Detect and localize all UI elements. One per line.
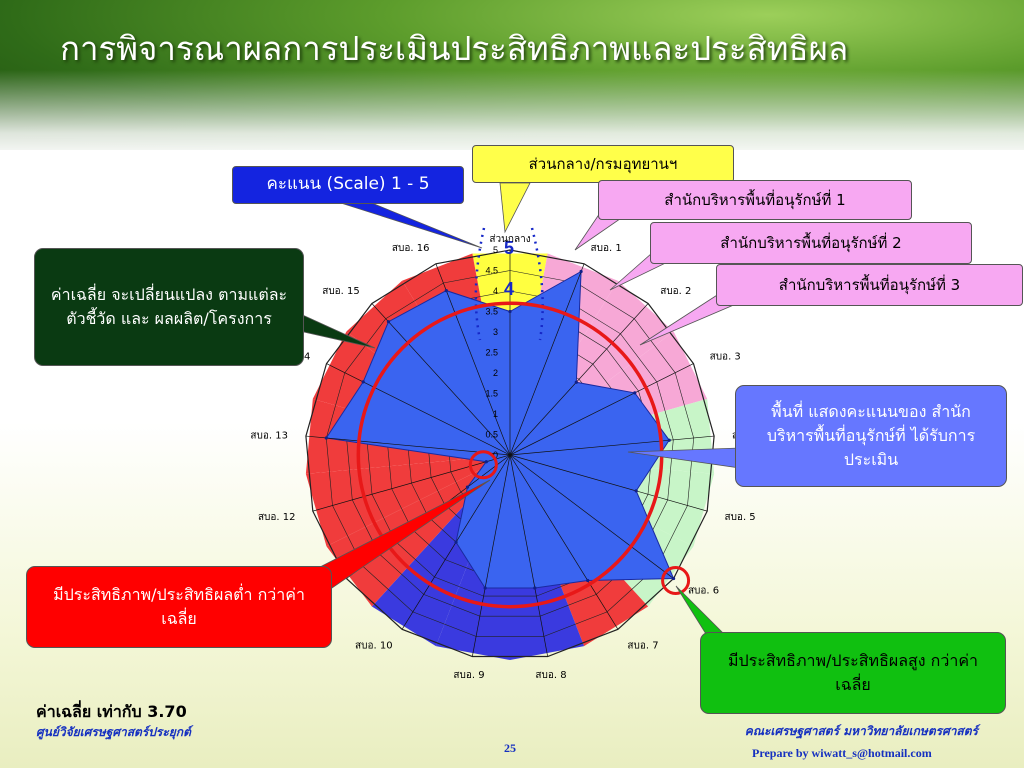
score-point-5 — [634, 489, 638, 493]
score-point-2 — [574, 380, 578, 384]
office-3-callout: สำนักบริหารพื้นที่อนุรักษ์ที่ 3 — [716, 264, 1023, 306]
big-scale-label: 5 — [504, 238, 514, 258]
score-point-1 — [579, 269, 583, 274]
scale-tick-label: 2.5 — [485, 348, 498, 358]
spoke-14 — [326, 363, 511, 456]
spoke-8 — [509, 454, 549, 657]
spoke-5 — [509, 454, 708, 512]
scale-tick-label: 5 — [493, 245, 498, 255]
header-background — [0, 0, 1024, 150]
score-point-11 — [465, 485, 470, 489]
category-label: สบอ. 10 — [355, 641, 393, 652]
scale-callout: คะแนน (Scale) 1 - 5 — [232, 166, 464, 204]
spoke-9 — [471, 454, 511, 657]
category-label: สบอ. 1 — [591, 243, 622, 254]
high-performance-callout: มีประสิทธิภาพ/ประสิทธิผลสูง กว่าค่าเฉลี่… — [700, 632, 1006, 714]
score-point-9 — [483, 586, 487, 590]
scale-tick-label: 2 — [493, 368, 498, 378]
prepared-by: Prepare by wiwatt_s@hotmail.com — [752, 746, 932, 760]
office-2-callout: สำนักบริหารพื้นที่อนุรักษ์ที่ 2 — [650, 222, 972, 264]
category-label: สบอ. 13 — [250, 430, 288, 441]
category-label: สบอ. 15 — [322, 286, 360, 297]
high-highlight-circle — [661, 566, 691, 596]
spoke-12 — [312, 454, 511, 512]
category-label: สบอ. 5 — [724, 512, 755, 523]
spoke-16 — [435, 263, 511, 456]
category-label: สบอ. 8 — [535, 670, 566, 681]
category-label: สบอ. 7 — [627, 641, 658, 652]
score-point-10 — [454, 540, 458, 544]
scale-tick-label: 3.5 — [485, 307, 498, 317]
spoke-15 — [371, 303, 511, 456]
score-point-8 — [533, 586, 537, 590]
spoke-7 — [509, 454, 619, 630]
category-label: ส่วนกลาง — [489, 234, 530, 245]
research-center-name: ศูนย์วิจัยเศรษฐศาสตร์ประยุกต์ — [36, 725, 191, 739]
scale-tick-label: 1 — [493, 409, 498, 419]
slide-title: การพิจารณาผลการประเมินประสิทธิภาพและประส… — [60, 29, 849, 68]
page-number: 25 — [504, 741, 516, 755]
low-highlight-circle — [468, 450, 498, 480]
category-label: สบอ. 9 — [453, 670, 484, 681]
low-performance-callout: มีประสิทธิภาพ/ประสิทธิผลต่ำ กว่าค่าเฉลี่… — [26, 566, 332, 648]
scale-tick-label: 4.5 — [485, 266, 498, 276]
big-scale-label: 4 — [504, 279, 514, 299]
score-point-14 — [361, 380, 365, 384]
score-point-4 — [667, 438, 671, 442]
average-value-text: ค่าเฉลี่ย เท่ากับ 3.70 — [36, 702, 187, 721]
spoke-2 — [509, 303, 649, 456]
scale-tick-label: 3 — [493, 327, 498, 337]
spoke-4 — [509, 435, 715, 456]
center-unit-callout: ส่วนกลาง/กรมอุทยานฯ — [472, 145, 734, 183]
center-callout-pointer — [499, 182, 531, 234]
sector-12 — [305, 455, 510, 547]
score-point-3 — [633, 391, 637, 395]
header-fade — [0, 70, 1024, 150]
average-note-callout: ค่าเฉลี่ย จะเปลี่ยนแปลง ตามแต่ละตัวชี้วั… — [34, 248, 304, 366]
category-label: สบอ. 6 — [688, 585, 719, 596]
grid-ring-9 — [325, 270, 695, 637]
score-point-13 — [324, 436, 328, 440]
score-point-7 — [586, 578, 590, 583]
category-label: สบอ. 16 — [392, 243, 430, 254]
scale-tick-label: 4 — [493, 286, 498, 296]
scale-tick-label: 0 — [493, 450, 498, 460]
score-point-12 — [484, 460, 488, 464]
score-point-15 — [386, 320, 391, 324]
category-label: สบอ. 3 — [710, 352, 741, 363]
category-label: สบอ. 2 — [660, 286, 691, 297]
spoke-1 — [509, 263, 585, 456]
grid-ring-10 — [305, 249, 715, 658]
scale-tick-label: 0.5 — [485, 430, 498, 440]
area-note-callout: พื้นที่ แสดงคะแนนของ สำนักบริหารพื้นที่อ… — [735, 385, 1007, 487]
score-point-16 — [444, 289, 448, 293]
faculty-name: คณะเศรษฐศาสตร์ มหาวิทยาลัยเกษตรศาสตร์ — [744, 724, 978, 738]
score-point-0 — [508, 309, 512, 314]
spoke-13 — [305, 435, 511, 456]
scale-tick-label: 1.5 — [485, 389, 498, 399]
spoke-3 — [509, 363, 694, 456]
spoke-6 — [509, 454, 674, 579]
office-1-callout: สำนักบริหารพื้นที่อนุรักษ์ที่ 1 — [598, 180, 912, 220]
category-label: สบอ. 12 — [258, 512, 296, 523]
score-point-6 — [671, 576, 676, 581]
